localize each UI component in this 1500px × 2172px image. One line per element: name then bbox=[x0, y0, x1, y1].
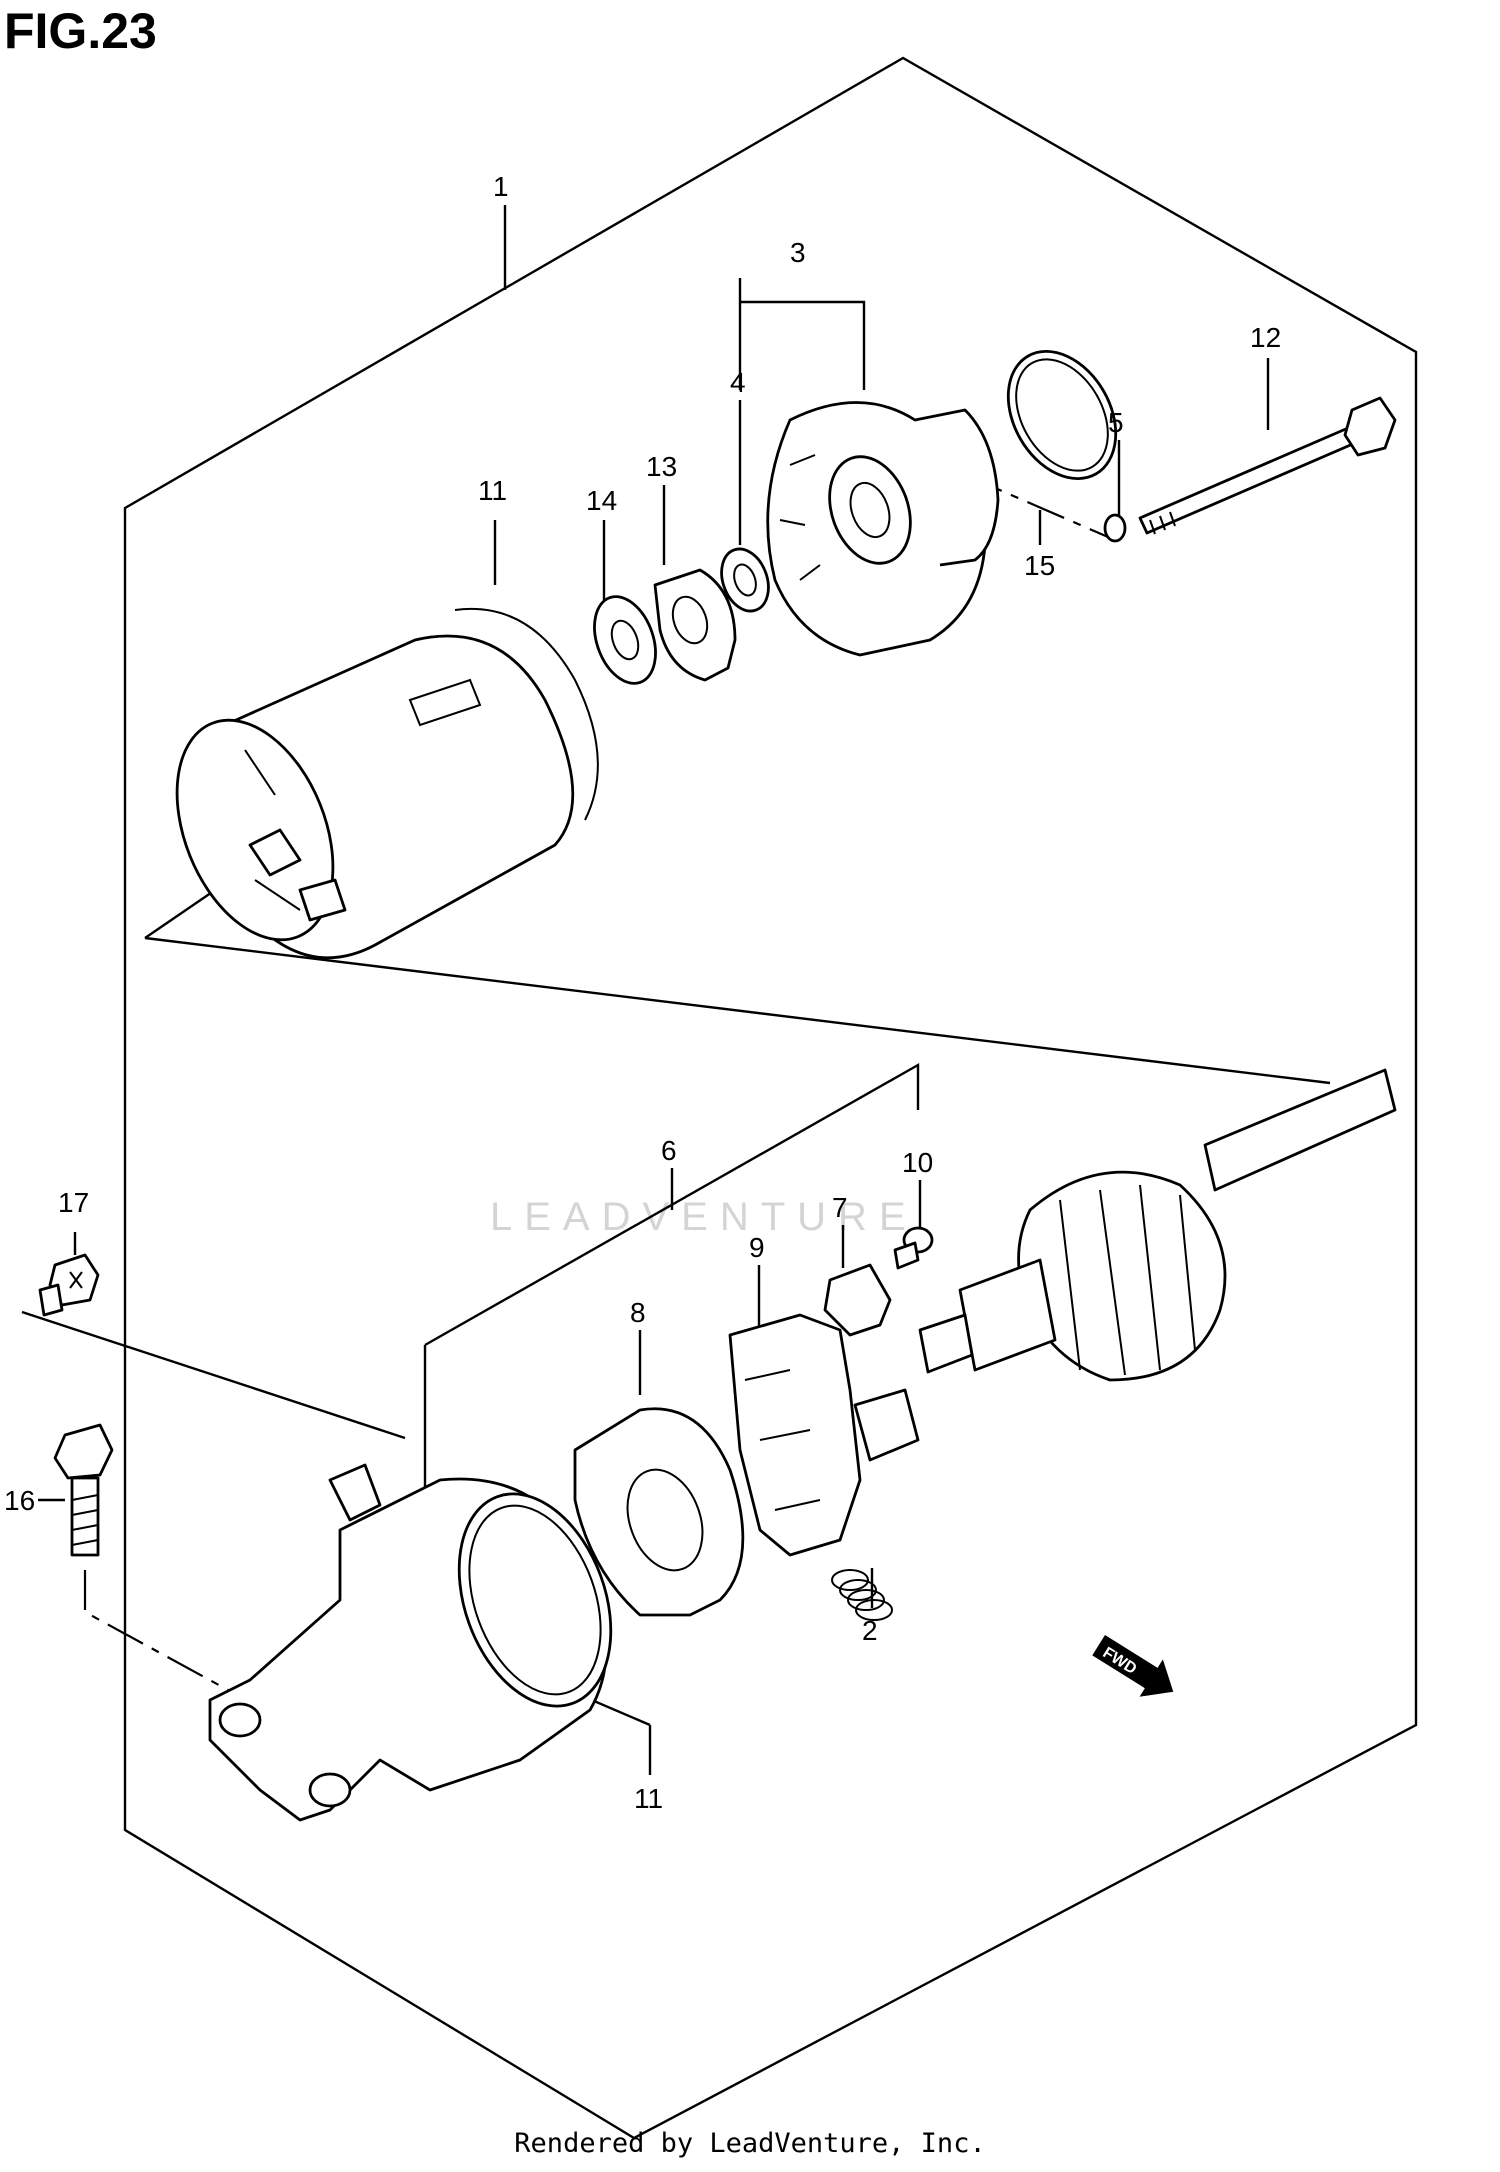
callout-14: 14 bbox=[586, 485, 617, 516]
callout-8: 8 bbox=[630, 1297, 646, 1328]
washer-14 bbox=[593, 595, 657, 685]
washer-13 bbox=[653, 568, 737, 682]
yoke-housing bbox=[175, 607, 599, 960]
callout-13: 13 bbox=[646, 451, 677, 482]
callout-5: 5 bbox=[1108, 407, 1124, 438]
spring-2 bbox=[831, 1569, 893, 1621]
callout-2: 2 bbox=[862, 1615, 878, 1646]
callout-12: 12 bbox=[1250, 322, 1281, 353]
fwd-arrow-badge: FWD bbox=[1092, 1635, 1174, 1697]
callout-4: 4 bbox=[730, 367, 746, 398]
bracket-6 bbox=[423, 1062, 920, 1510]
watermark: LEADVENTURE bbox=[490, 1195, 918, 1239]
bolt-16-dash bbox=[83, 1570, 229, 1691]
washer-5 bbox=[1103, 513, 1127, 543]
divider-line-lower bbox=[21, 1310, 406, 1440]
callout-10: 10 bbox=[902, 1147, 933, 1178]
front-cover bbox=[208, 1463, 613, 1822]
callout-7: 7 bbox=[832, 1192, 848, 1223]
leader-3 bbox=[738, 278, 866, 390]
callout-16: 16 bbox=[4, 1485, 35, 1516]
through-bolt-12 bbox=[1138, 396, 1397, 535]
bearing-4 bbox=[720, 547, 770, 613]
o-ring-15 bbox=[1006, 350, 1118, 480]
callout-1: 1 bbox=[493, 171, 509, 202]
figure-title: FIG.23 bbox=[4, 3, 157, 59]
footer-credit: Rendered by LeadVenture, Inc. bbox=[514, 2128, 986, 2159]
bolt-16 bbox=[53, 1423, 114, 1557]
plate-8 bbox=[573, 1407, 745, 1617]
callout-6: 6 bbox=[661, 1135, 677, 1166]
end-cover-3 bbox=[766, 401, 1000, 657]
callout-11a: 11 bbox=[478, 475, 507, 506]
screw-17 bbox=[38, 1253, 100, 1317]
callout-15: 15 bbox=[1024, 550, 1055, 581]
callout-11b: 11 bbox=[634, 1783, 663, 1814]
armature bbox=[918, 1068, 1397, 1382]
callout-3: 3 bbox=[790, 237, 806, 268]
divider-line-upper bbox=[144, 936, 1331, 1085]
screw-10 bbox=[893, 1226, 934, 1270]
brush-holder-9 bbox=[728, 1313, 920, 1557]
assembly-frame bbox=[123, 56, 1418, 2140]
callout-9: 9 bbox=[749, 1232, 765, 1263]
callout-17: 17 bbox=[58, 1187, 89, 1218]
brush-7 bbox=[823, 1263, 892, 1337]
